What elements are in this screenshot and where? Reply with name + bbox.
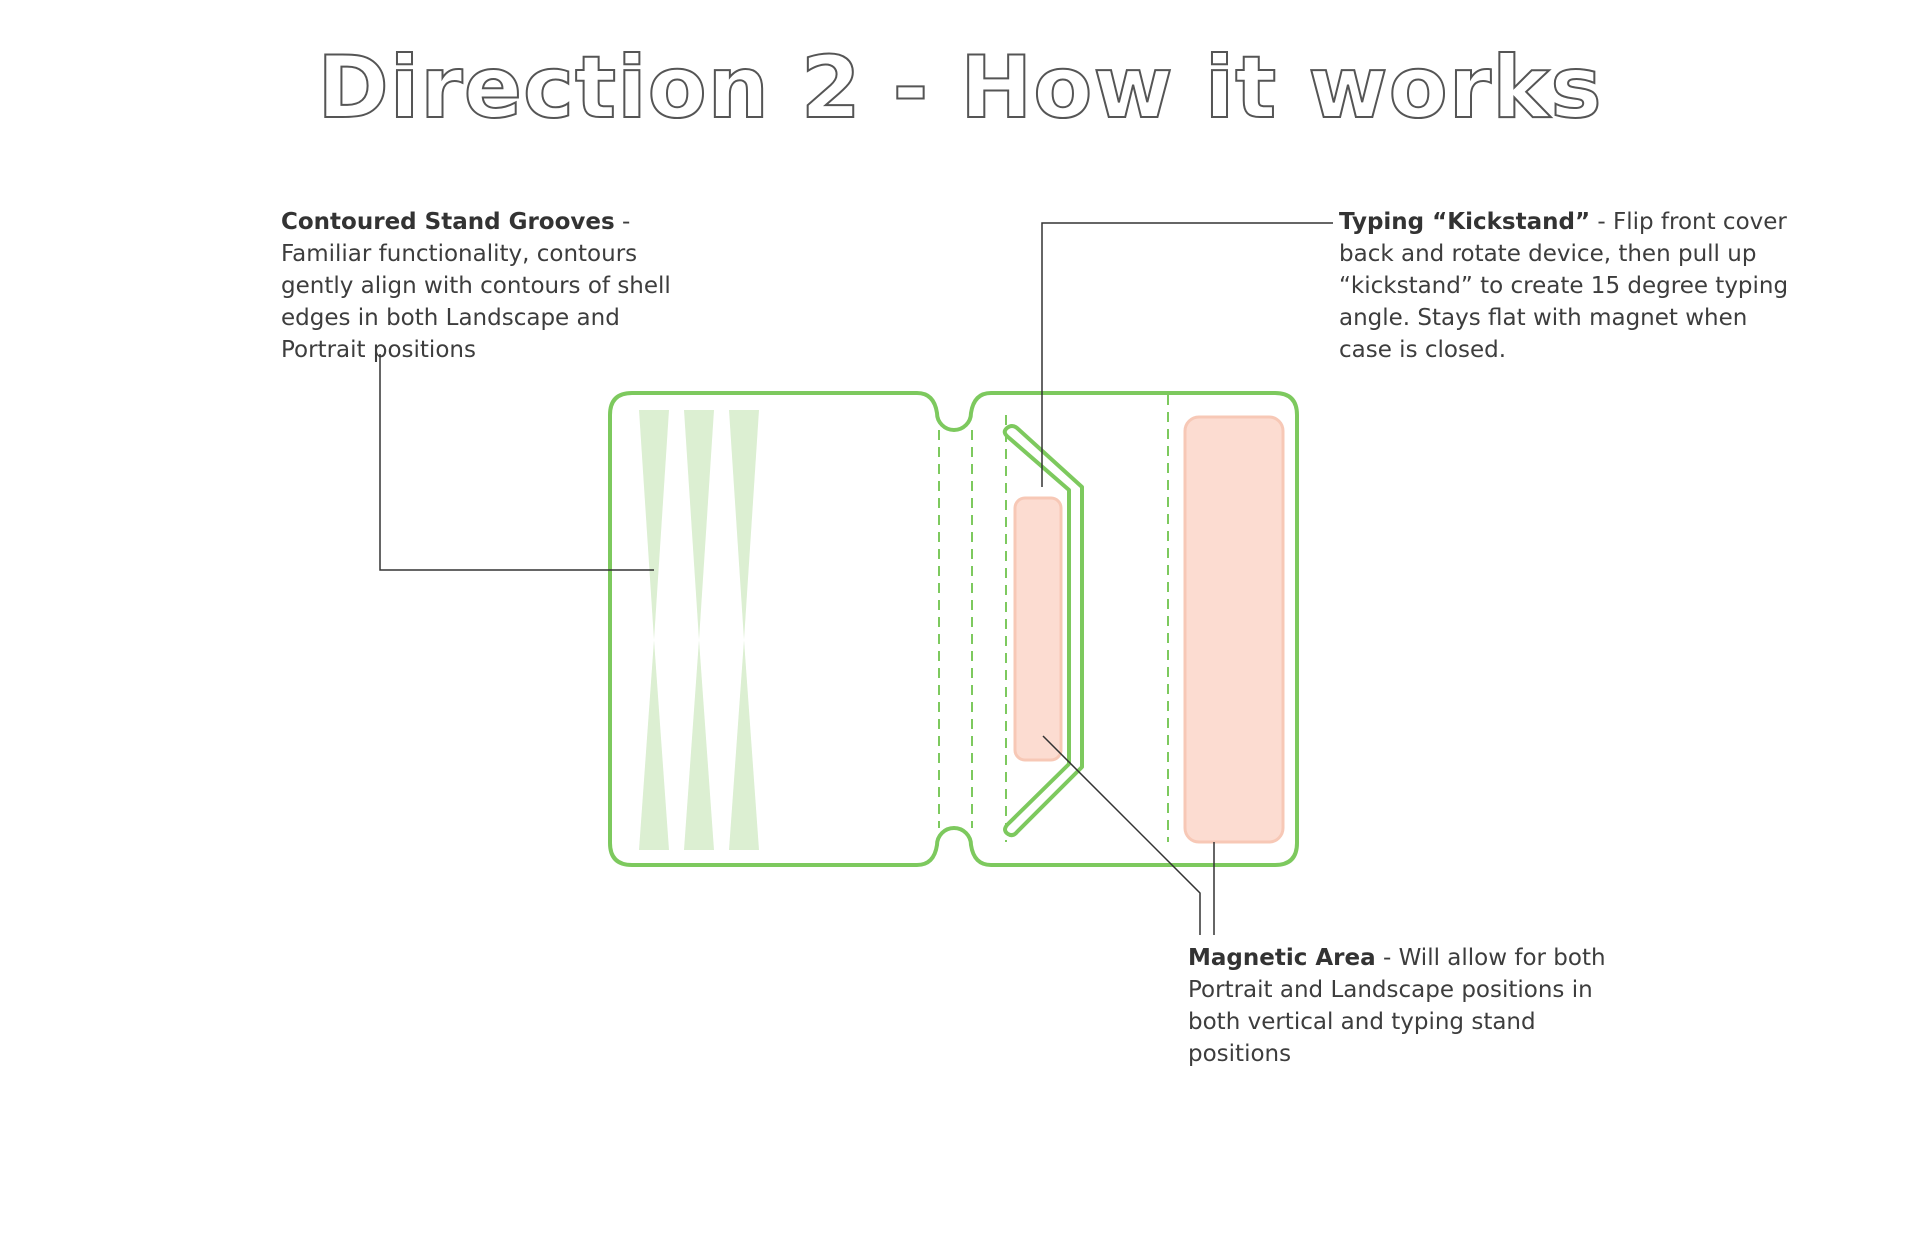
groove-2-top: [684, 410, 714, 640]
groove-2-bottom: [684, 640, 714, 850]
annotation-grooves: Contoured Stand Grooves - Familiar funct…: [281, 206, 711, 366]
leader-magnet-small: [1042, 735, 1201, 935]
annotation-magnetic-separator: -: [1375, 945, 1399, 971]
groove-1-top: [639, 410, 669, 640]
groove-3-top: [729, 410, 759, 640]
annotation-grooves-separator: -: [614, 209, 631, 235]
annotation-kickstand: Typing “Kickstand” - Flip front cover ba…: [1339, 206, 1799, 366]
case-outline: [608, 391, 1299, 867]
page-title: Direction 2 - How it works: [316, 37, 1603, 139]
annotation-grooves-heading: Contoured Stand Grooves: [281, 209, 615, 235]
groove-3-bottom: [729, 640, 759, 850]
annotation-kickstand-heading: Typing “Kickstand”: [1339, 209, 1591, 235]
magnet-large: [1183, 415, 1285, 844]
annotation-magnetic-heading: Magnetic Area: [1188, 945, 1376, 971]
leader-grooves: [379, 354, 654, 571]
leader-kickstand: [1041, 222, 1333, 487]
annotation-grooves-body: Familiar functionality, contours gently …: [281, 241, 671, 363]
annotation-kickstand-separator: -: [1590, 209, 1613, 235]
annotation-magnetic: Magnetic Area - Will allow for both Port…: [1188, 942, 1618, 1070]
groove-1-bottom: [639, 640, 669, 850]
annotation-kickstand-body: Flip front cover back and rotate device,…: [1339, 209, 1789, 363]
stand-grooves: [639, 410, 759, 850]
annotation-magnetic-body: Will allow for both Portrait and Landsca…: [1188, 945, 1606, 1067]
kickstand: [1002, 424, 1084, 838]
magnet-small: [1013, 496, 1063, 762]
